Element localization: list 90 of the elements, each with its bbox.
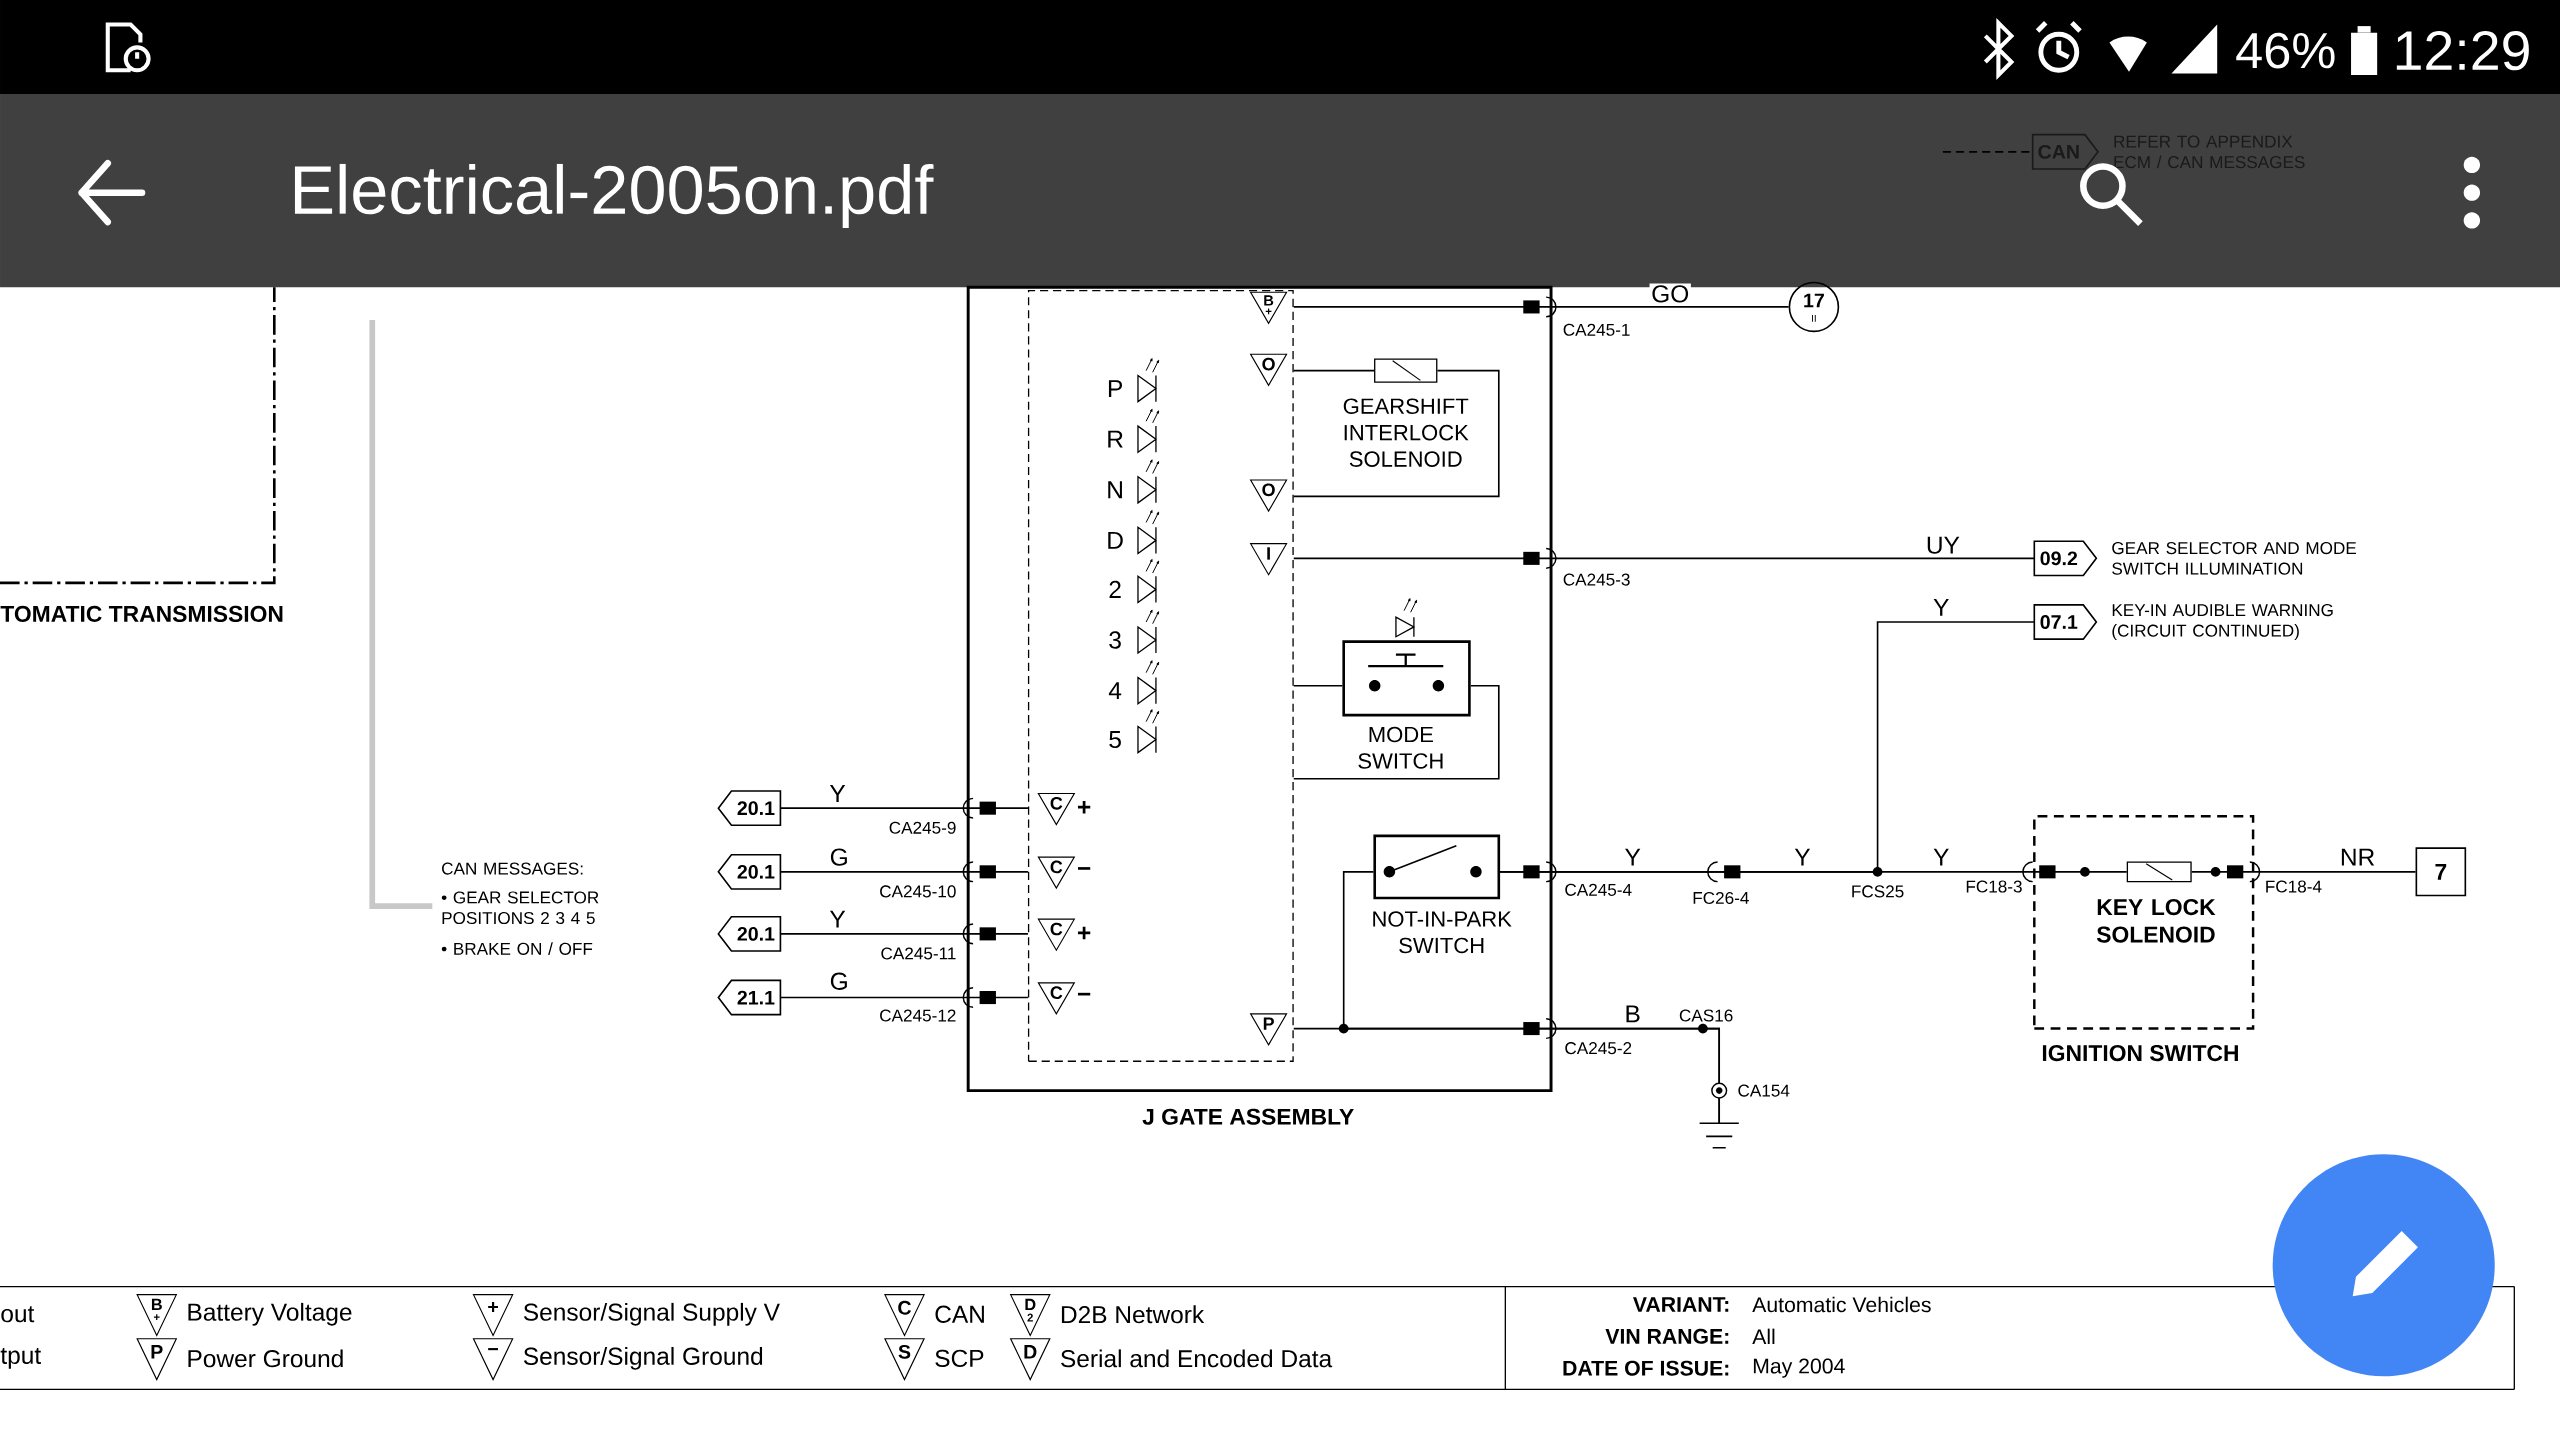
gear-letter: 3 <box>1109 631 1121 649</box>
connector-id: FC18-3 <box>1966 880 2022 893</box>
page-reference-flag: 09.2 GEAR SELECTOR AND MODE SWITCH ILLUMINATION <box>2033 540 2357 577</box>
wire <box>779 996 1029 999</box>
connector-id: CA245-12 <box>880 1009 956 1022</box>
legend-text: out <box>1 1306 35 1323</box>
field-value: Automatic Vehicles <box>1752 1296 1931 1313</box>
wire-label: Y <box>827 783 848 804</box>
app-title: Electrical-2005on.pdf <box>294 163 934 228</box>
gear-letter: 2 <box>1109 580 1121 598</box>
legend-text: D2B Network <box>1061 1305 1205 1324</box>
field-label: VIN RANGE: <box>1605 1328 1729 1344</box>
node-label: GEAR SELECTOR AND MODE SWITCH ILLUMINATION <box>2112 542 2357 575</box>
push-switch: MODE SWITCH <box>1342 598 1471 769</box>
connector-id: CA245-11 <box>881 947 956 960</box>
wire <box>1292 557 2035 560</box>
wire <box>779 871 1029 873</box>
field-label: VARIANT: <box>1633 1297 1729 1312</box>
wire <box>1292 306 1790 308</box>
node-label: MODE SWITCH <box>1358 726 1443 769</box>
page-reference-flag: 21.1 <box>717 979 782 1016</box>
gear-letter: P <box>1108 380 1122 397</box>
node-label: NOT-IN-PARK SWITCH <box>1373 911 1512 954</box>
solenoid: GEARSHIFT INTERLOCK SOLENOID <box>1343 358 1469 467</box>
wire <box>2190 871 2417 873</box>
connector-id: CA245-4 <box>1565 883 1632 896</box>
gear-letter: 4 <box>1108 682 1122 700</box>
node-label: IGNITION SWITCH <box>2042 1044 2238 1062</box>
module-outline: TOMATIC TRANSMISSION <box>0 287 283 622</box>
legend-text: Battery Voltage <box>188 1302 352 1326</box>
connector-id: CA154 <box>1738 1084 1790 1097</box>
gear-letter: D <box>1108 532 1123 549</box>
connector-id: CA245-1 <box>1563 323 1630 336</box>
page-reference-flag: 20.1 <box>717 853 782 890</box>
legend-text: Sensor/Signal Ground <box>523 1346 763 1370</box>
wire <box>779 807 1029 809</box>
field-value: May 2004 <box>1753 1358 1845 1378</box>
legend-text: Power Ground <box>188 1349 343 1368</box>
connector-id: CA245-9 <box>889 821 956 834</box>
switch: NOT-IN-PARK SWITCH <box>1373 834 1512 954</box>
wire-label: UY <box>1924 535 1962 556</box>
wire <box>1292 369 1375 372</box>
legend-text: Sensor/Signal Supply V <box>523 1302 780 1326</box>
wire-label: Y <box>827 909 848 930</box>
connector-id: CA245-3 <box>1563 573 1630 586</box>
page-reference-flag: 20.1 <box>717 915 782 952</box>
battery-percent: 46% <box>2236 32 2335 69</box>
gear-letter: R <box>1108 430 1123 448</box>
legend-text: SCP <box>935 1349 984 1368</box>
wire-label: Y <box>1931 597 1952 618</box>
node-label: GEARSHIFT INTERLOCK SOLENOID <box>1343 398 1469 467</box>
wire-label: GO <box>1649 283 1691 305</box>
legend-text: Serial and Encoded Data <box>1061 1349 1333 1368</box>
connector-id: FCS25 <box>1852 885 1904 898</box>
solenoid: KEY LOCK SOLENOID <box>2096 861 2216 943</box>
wire-label: Y <box>1931 847 1952 868</box>
node-label: KEY LOCK SOLENOID <box>2096 898 2216 943</box>
ground-symbol <box>1698 1122 1740 1149</box>
wire <box>779 933 1029 935</box>
wire-label: NR <box>2338 847 2377 868</box>
wire <box>1292 369 1500 498</box>
note-text: CAN MESSAGES: • GEAR SELECTOR POSITIONS 2 3 4 5 • BRAKE ON / OFF <box>441 862 599 955</box>
node-label: KEY-IN AUDIBLE WARNING (CIRCUIT CONTINUED) <box>2112 604 2333 641</box>
gear-letter: 5 <box>1109 731 1121 749</box>
wire-label: B <box>1622 1003 1643 1024</box>
wire-label: Y <box>1625 848 1641 866</box>
wire <box>1292 684 1500 780</box>
time-text: 12:29 <box>2396 30 2529 71</box>
field-value: All <box>1752 1328 1775 1344</box>
wire <box>369 320 433 909</box>
wire <box>1292 684 1344 687</box>
gear-letter: N <box>1108 481 1122 499</box>
connector-id: CA245-2 <box>1565 1042 1632 1055</box>
page-reference-flag: 20.1 <box>717 790 782 827</box>
connector-id: FC18-4 <box>2266 880 2322 893</box>
legend-text: CAN <box>935 1305 984 1323</box>
wire-label: Y <box>1794 848 1811 866</box>
wire <box>1499 621 2035 873</box>
wire-label: G <box>828 846 851 868</box>
connector-id: CA245-10 <box>880 885 956 898</box>
module-box <box>1027 289 1294 1062</box>
connector-box: 7 <box>2415 847 2467 897</box>
connector-id: CAS16 <box>1679 1009 1733 1022</box>
wire-label: G <box>828 970 851 992</box>
wire <box>1292 1027 1720 1124</box>
connector-id: FC26-4 <box>1693 891 1749 905</box>
page-reference-flag: 07.1 KEY-IN AUDIBLE WARNING (CIRCUIT CONTINUED) <box>2033 604 2333 641</box>
legend-text: tput <box>0 1347 41 1369</box>
node-label: J GATE ASSEMBLY <box>1142 1108 1354 1125</box>
field-label: DATE OF ISSUE: <box>1563 1360 1729 1376</box>
